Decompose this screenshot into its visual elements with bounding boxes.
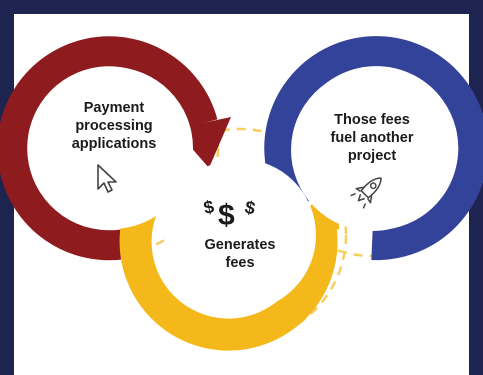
svg-text:$: $ [218,199,235,232]
step-3-arrow [264,36,483,261]
step-1-arc [0,36,218,261]
step-3-center [291,69,453,231]
step-1-center [31,67,193,229]
svg-text:$: $ [243,197,257,219]
step-2-center [164,159,316,311]
dollar-signs-icon: $ $ $ [202,196,257,232]
step-2-label: Generates fees [204,237,276,271]
step-3-arc [264,36,483,261]
cursor-pointer-icon [97,164,117,193]
step-1-label: Payment processing applications [71,100,157,152]
svg-text:$: $ [202,196,216,218]
rocket-icon [350,177,382,209]
step-3-label: Those fees fuel another project [330,112,414,164]
